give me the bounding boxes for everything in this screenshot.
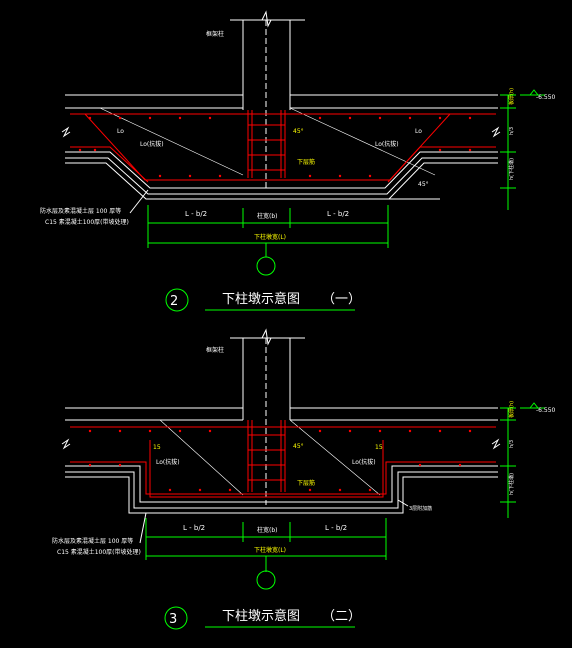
- dim-mid: 柱宽(b): [257, 526, 278, 534]
- detail-number: 3: [169, 612, 177, 627]
- dim-total: 下柱墩宽(L): [254, 233, 286, 241]
- elevation: -6.550: [536, 407, 556, 414]
- label-45-lower: 45°: [418, 181, 429, 188]
- right-dim-bottom: h(下柱墩): [508, 158, 515, 180]
- label-anchor-right: Lo(抗拔): [352, 458, 376, 466]
- dim-right: L - b/2: [327, 210, 349, 218]
- detail-1: 框架柱 Lo Lo(抗拔) Lo(抗拔) Lo 45° 下层筋 45° 防水层及…: [40, 10, 556, 312]
- rebar-dots: [78, 116, 472, 178]
- label-column: 框架柱: [206, 346, 224, 354]
- dim-total: 下柱墩宽(L): [254, 546, 286, 554]
- label-angle-right: 15: [375, 444, 383, 451]
- label-anchor-left: Lo(抗拔): [140, 140, 164, 148]
- dimension-lines: [139, 402, 545, 630]
- label-waterproof-1: 防水层及素混凝土层 100 厚等: [40, 207, 121, 215]
- right-dim-mid: h/3: [509, 127, 515, 135]
- column-outline: [230, 328, 305, 505]
- right-dim-bottom: h(下柱墩): [508, 473, 515, 495]
- detail-suffix: （一）: [322, 292, 361, 307]
- label-column: 框架柱: [206, 30, 224, 38]
- label-45: 45°: [293, 128, 304, 135]
- detail-2: 框架柱 15 Lo(抗拔) Lo(抗拔) 15 45° 下层筋 3层附加筋 防水…: [52, 328, 556, 630]
- label-corner: 3层附加筋: [409, 505, 432, 512]
- rebar-lines: [70, 420, 496, 498]
- right-dim-top: 板厚(h): [508, 401, 515, 418]
- label-rebar: 下层筋: [297, 158, 315, 166]
- detail-title: 下柱墩示意图: [222, 608, 300, 624]
- label-angle-left: Lo: [117, 128, 124, 135]
- detail-title: 下柱墩示意图: [222, 291, 300, 307]
- label-angle-left: 15: [153, 444, 161, 451]
- label-angle-right: Lo: [415, 128, 422, 135]
- label-waterproof-2: C15 素混凝土100厚(带坡处理): [57, 548, 141, 556]
- right-dim-mid: h/3: [509, 440, 515, 448]
- column-outline: [230, 10, 305, 190]
- right-dim-top: 板厚(h): [508, 88, 515, 105]
- slab-outline: [65, 94, 498, 200]
- label-45: 45°: [293, 443, 304, 450]
- dimension-lines: [129, 89, 545, 312]
- rebar-dots: [88, 429, 472, 492]
- dim-left: L - b/2: [185, 210, 207, 218]
- label-anchor-left: Lo(抗拔): [156, 458, 180, 466]
- label-rebar: 下层筋: [297, 479, 315, 487]
- slab-outline: [65, 407, 498, 514]
- break-marks: [61, 438, 501, 450]
- label-waterproof-1: 防水层及素混凝土层 100 厚等: [52, 537, 133, 545]
- elevation: -6.550: [536, 94, 556, 101]
- label-anchor-right: Lo(抗拔): [375, 140, 399, 148]
- rebar-lines: [70, 110, 496, 183]
- dim-mid: 柱宽(b): [257, 212, 278, 220]
- label-waterproof-2: C15 素混凝土100厚(带坡处理): [45, 218, 129, 226]
- dim-left: L - b/2: [183, 524, 205, 532]
- dim-right: L - b/2: [325, 524, 347, 532]
- break-marks: [61, 126, 501, 138]
- detail-number: 2: [170, 294, 178, 309]
- detail-suffix: （二）: [322, 609, 361, 624]
